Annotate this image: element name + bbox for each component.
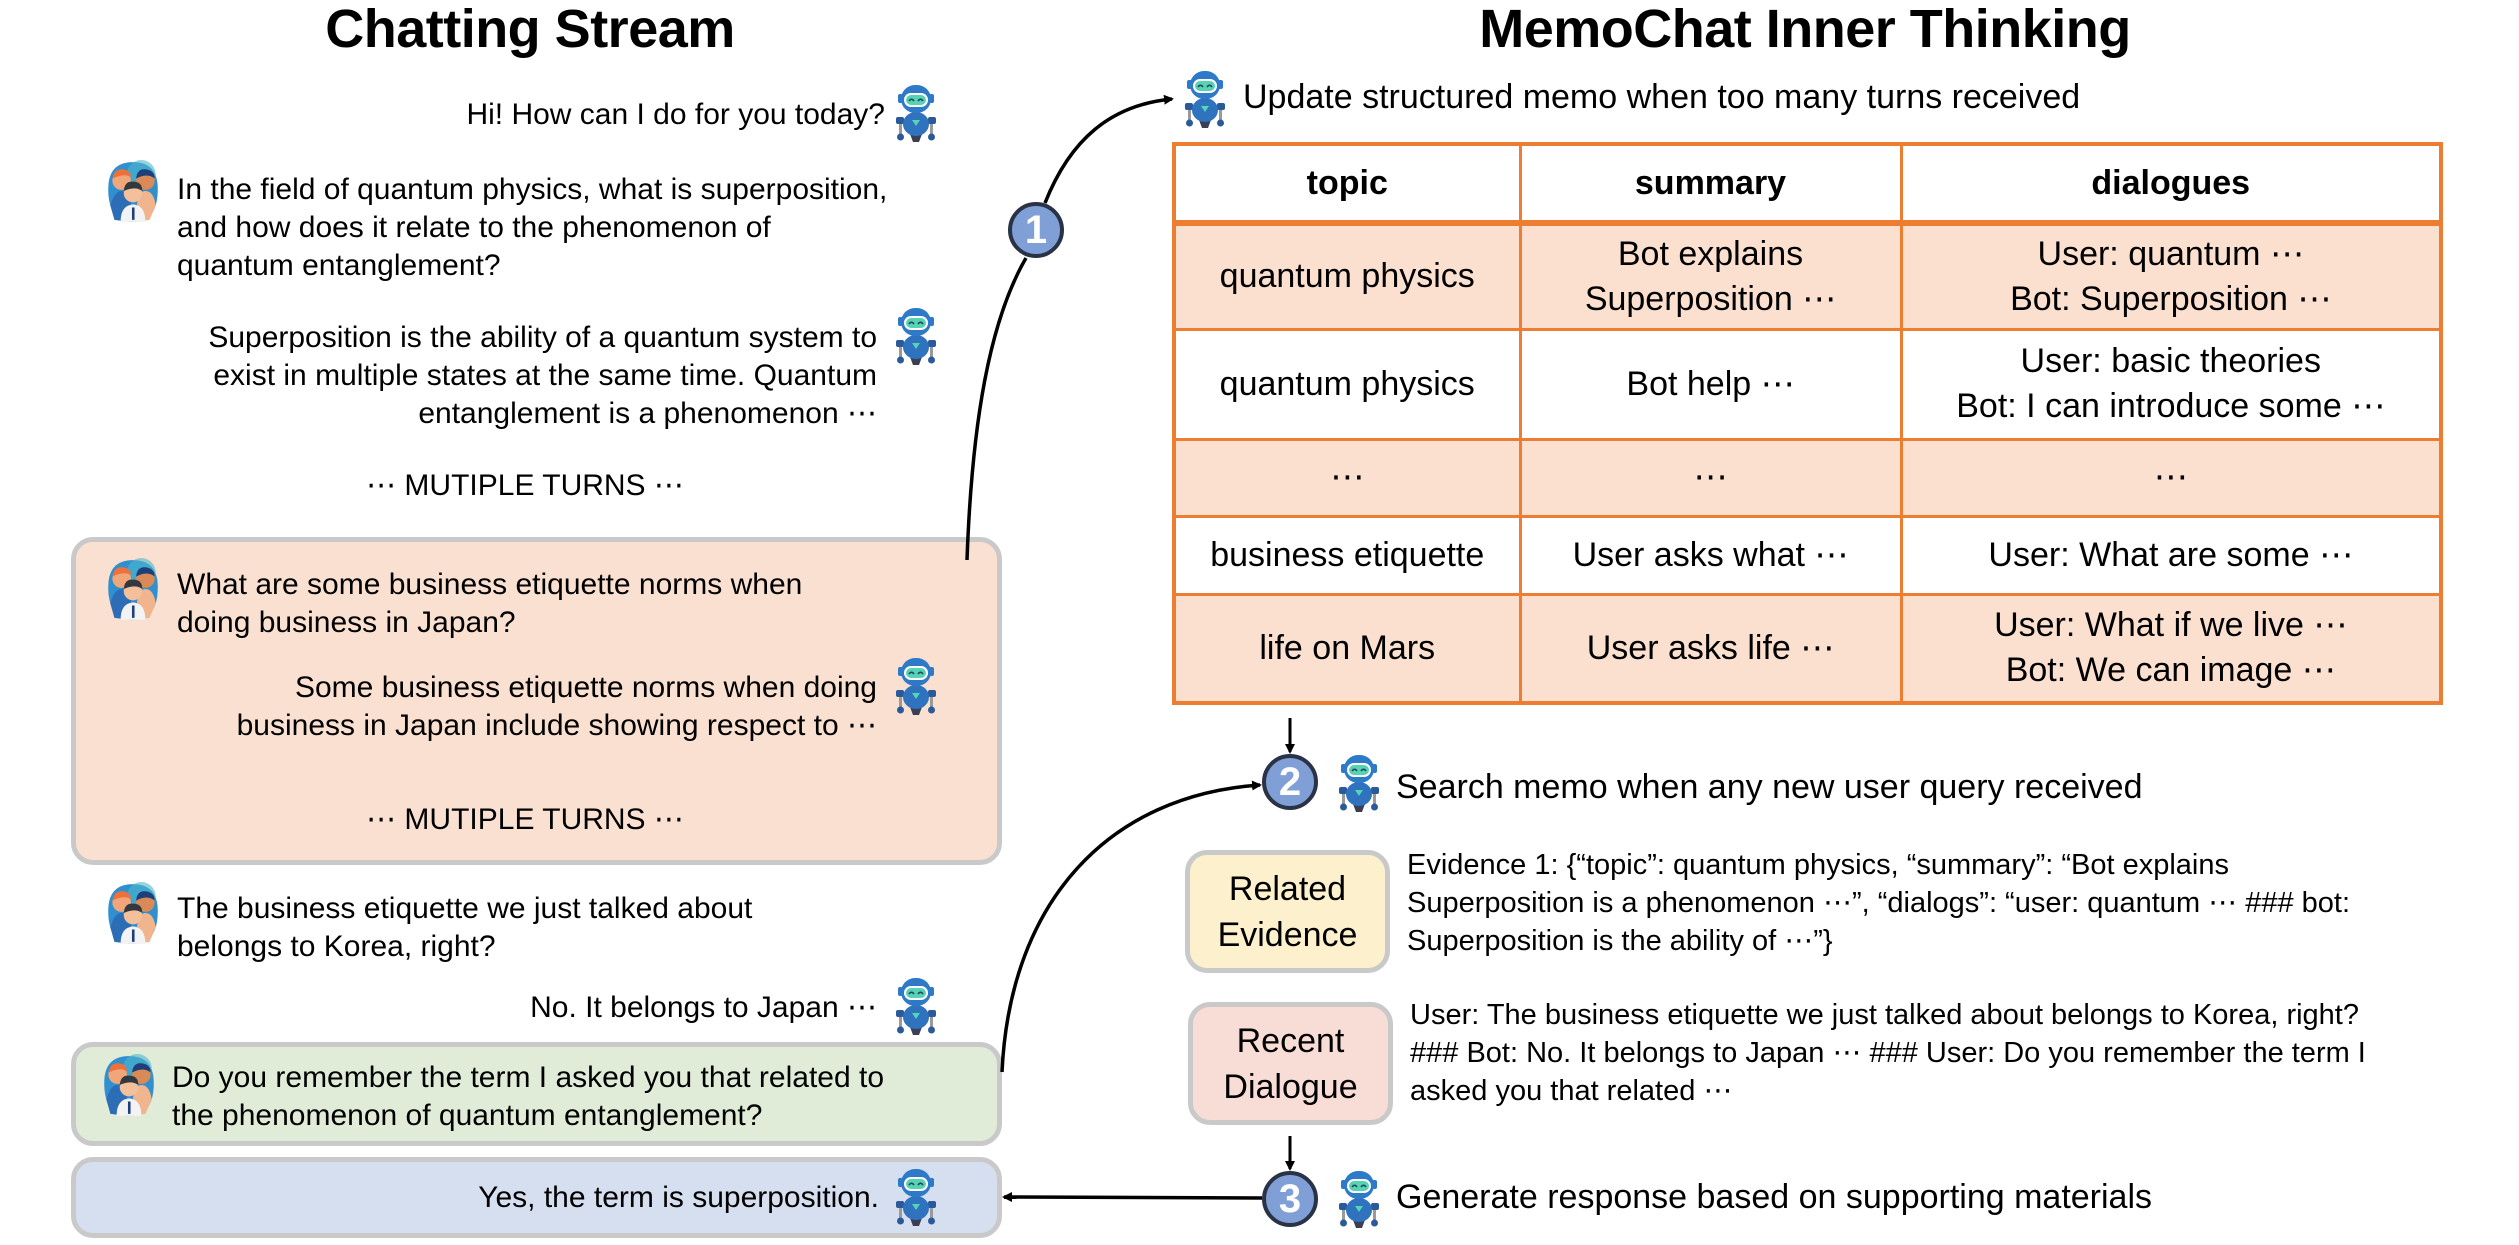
user-message: The business etiquette we just talked ab… bbox=[177, 892, 753, 963]
header-topic: topic bbox=[1172, 142, 1522, 226]
step-1-badge: 1 bbox=[1008, 202, 1064, 258]
bot-message: Some business etiquette norms when doing… bbox=[236, 671, 877, 742]
step-3-text: Generate response based on supporting ma… bbox=[1396, 1178, 2153, 1216]
memo-cell-summary: User asks what ⋯ bbox=[1518, 514, 1903, 596]
memo-cell-dialogues: ⋯ bbox=[1899, 437, 2443, 518]
chatting-stream-title: Chatting Stream bbox=[325, 0, 735, 59]
memo-cell-summary: ⋯ bbox=[1518, 437, 1903, 518]
multiple-turns-separator: ⋯ MUTIPLE TURNS ⋯ bbox=[366, 803, 684, 836]
header-summary: summary bbox=[1518, 142, 1903, 226]
memo-cell-summary: User asks life ⋯ bbox=[1518, 592, 1903, 705]
step-3-badge: 3 bbox=[1262, 1171, 1318, 1227]
arrow-memo-block-to-step1 bbox=[965, 257, 1028, 561]
current-query-message: Do you remember the term I asked you tha… bbox=[172, 1061, 885, 1132]
user-message: What are some business etiquette norms w… bbox=[177, 568, 803, 639]
bot-message: Superposition is the ability of a quantu… bbox=[208, 321, 877, 430]
robot-icon bbox=[891, 82, 941, 144]
bot-message: No. It belongs to Japan ⋯ bbox=[530, 991, 877, 1024]
related-evidence-label: Related Evidence bbox=[1185, 850, 1390, 973]
memo-cell-dialogues: User: quantum ⋯ Bot: Superposition ⋯ bbox=[1899, 221, 2443, 331]
robot-icon bbox=[1334, 752, 1384, 814]
memo-cell-dialogues: User: basic theories Bot: I can introduc… bbox=[1899, 327, 2443, 441]
memo-turns-block bbox=[71, 537, 1002, 865]
memo-cell-topic: quantum physics bbox=[1172, 327, 1522, 441]
robot-icon bbox=[891, 975, 941, 1037]
robot-icon bbox=[1334, 1168, 1384, 1230]
multiple-turns-separator: ⋯ MUTIPLE TURNS ⋯ bbox=[366, 469, 684, 502]
memo-cell-topic: ⋯ bbox=[1172, 437, 1522, 518]
user-avatar-icon bbox=[102, 160, 164, 224]
step-1-text: Update structured memo when too many tur… bbox=[1243, 78, 2081, 116]
robot-icon bbox=[1180, 68, 1230, 130]
memo-row: quantum physics Bot help ⋯ User: basic t… bbox=[1172, 327, 2443, 441]
memo-cell-summary: Bot explains Superposition ⋯ bbox=[1518, 221, 1903, 331]
memo-row: business etiquette User asks what ⋯ User… bbox=[1172, 514, 2443, 596]
user-message: In the field of quantum physics, what is… bbox=[177, 173, 888, 282]
robot-icon bbox=[891, 1166, 941, 1228]
memo-cell-dialogues: User: What if we live ⋯ Bot: We can imag… bbox=[1899, 592, 2443, 705]
related-evidence-text: Evidence 1: {“topic”: quantum physics, “… bbox=[1407, 849, 2351, 957]
memo-cell-topic: quantum physics bbox=[1172, 221, 1522, 331]
memo-cell-summary: Bot help ⋯ bbox=[1518, 327, 1903, 441]
memochat-inner-thinking-title: MemoChat Inner Thinking bbox=[1479, 0, 2131, 59]
structured-memo-table: topic summary dialogues quantum physics … bbox=[1172, 142, 2443, 705]
user-avatar-icon bbox=[98, 1054, 160, 1118]
arrow-step1-to-memo bbox=[1043, 94, 1174, 204]
step-2-badge: 2 bbox=[1262, 754, 1318, 810]
memo-table-header: topic summary dialogues bbox=[1172, 142, 2443, 226]
memo-row: ⋯ ⋯ ⋯ bbox=[1172, 437, 2443, 518]
user-avatar-icon bbox=[102, 558, 164, 622]
recent-dialogue-label: Recent Dialogue bbox=[1188, 1002, 1393, 1125]
robot-icon bbox=[891, 305, 941, 367]
step-2-text: Search memo when any new user query rece… bbox=[1396, 768, 2143, 806]
memo-cell-topic: life on Mars bbox=[1172, 592, 1522, 705]
memo-cell-dialogues: User: What are some ⋯ bbox=[1899, 514, 2443, 596]
header-dialogues: dialogues bbox=[1899, 142, 2443, 226]
response-message: Yes, the term is superposition. bbox=[478, 1181, 879, 1214]
user-avatar-icon bbox=[102, 882, 164, 946]
recent-dialogue-text: User: The business etiquette we just tal… bbox=[1410, 999, 2366, 1107]
response-box bbox=[71, 1157, 1002, 1238]
memo-cell-topic: business etiquette bbox=[1172, 514, 1522, 596]
arrow-step3-to-response bbox=[1002, 1192, 1263, 1203]
current-query-box bbox=[71, 1042, 1002, 1146]
memo-row: life on Mars User asks life ⋯ User: What… bbox=[1172, 592, 2443, 705]
bot-message: Hi! How can I do for you today? bbox=[466, 98, 885, 131]
memo-row: quantum physics Bot explains Superpositi… bbox=[1172, 221, 2443, 331]
robot-icon bbox=[891, 655, 941, 717]
